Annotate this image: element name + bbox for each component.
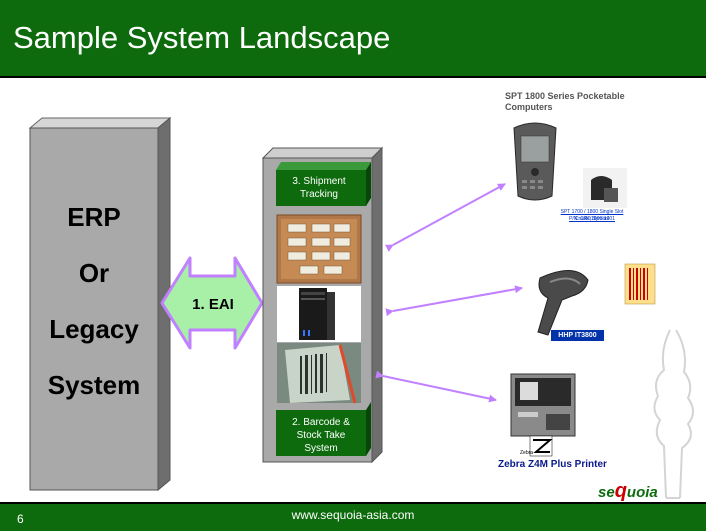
cradle-caption-1[interactable]: SPT 1700 / 1800 Single Slot Cradle, Symb… <box>560 209 624 222</box>
barcode-label-image <box>624 263 656 305</box>
page-number: 6 <box>17 512 24 526</box>
connector-pocket-pc <box>384 183 506 252</box>
cradle-image <box>583 168 627 208</box>
tree-watermark <box>653 329 694 499</box>
erp-line-4: System <box>47 370 141 400</box>
label-printer-image <box>510 373 576 457</box>
handheld-scanner-image <box>537 270 589 336</box>
connector-scanner <box>385 285 523 317</box>
erp-line-1: ERP <box>67 202 121 232</box>
shipment-label-1: 3. Shipment <box>292 176 346 187</box>
footer-url[interactable]: www.sequoia-asia.com <box>291 508 415 522</box>
shipment-tracking-box <box>276 162 371 206</box>
application-screen-image <box>276 214 362 284</box>
pocket-pc-caption-1: SPT 1800 Series Pocketable <box>505 91 625 101</box>
erp-line-2: Or <box>78 258 110 288</box>
erp-block <box>28 116 172 492</box>
printer-brand-mark: Zebra <box>520 450 534 456</box>
title-bar: Sample System Landscape <box>0 0 706 78</box>
barcode-label-1: 2. Barcode & <box>292 417 350 428</box>
device-connectors <box>375 183 523 403</box>
eai-double-arrow <box>160 256 264 350</box>
printer-caption: Zebra Z4M Plus Printer <box>498 459 607 470</box>
slide-title: Sample System Landscape <box>13 20 391 55</box>
sequoia-logo: sequoia <box>598 480 658 502</box>
barcode-label-3: System <box>304 443 338 454</box>
shipment-label-2: Tracking <box>300 189 338 200</box>
footer-bar: 6 www.sequoia-asia.com <box>0 502 706 531</box>
pocket-pc-image <box>513 122 557 201</box>
pocket-pc-caption-2: Computers <box>505 102 553 112</box>
erp-line-3: Legacy <box>49 314 139 344</box>
connector-printer <box>375 370 497 403</box>
server-tower-image <box>277 286 361 342</box>
barcode-label-2: Stock Take <box>296 430 346 441</box>
cradle-caption-2[interactable]: P/N: CRD1800-1001 <box>569 216 615 222</box>
scanner-badge: HHP IT3800 <box>551 330 604 341</box>
barcode-stocktake-box <box>276 402 371 456</box>
eai-label: 1. EAI <box>192 296 234 313</box>
barcode-scan-photo <box>277 343 361 404</box>
